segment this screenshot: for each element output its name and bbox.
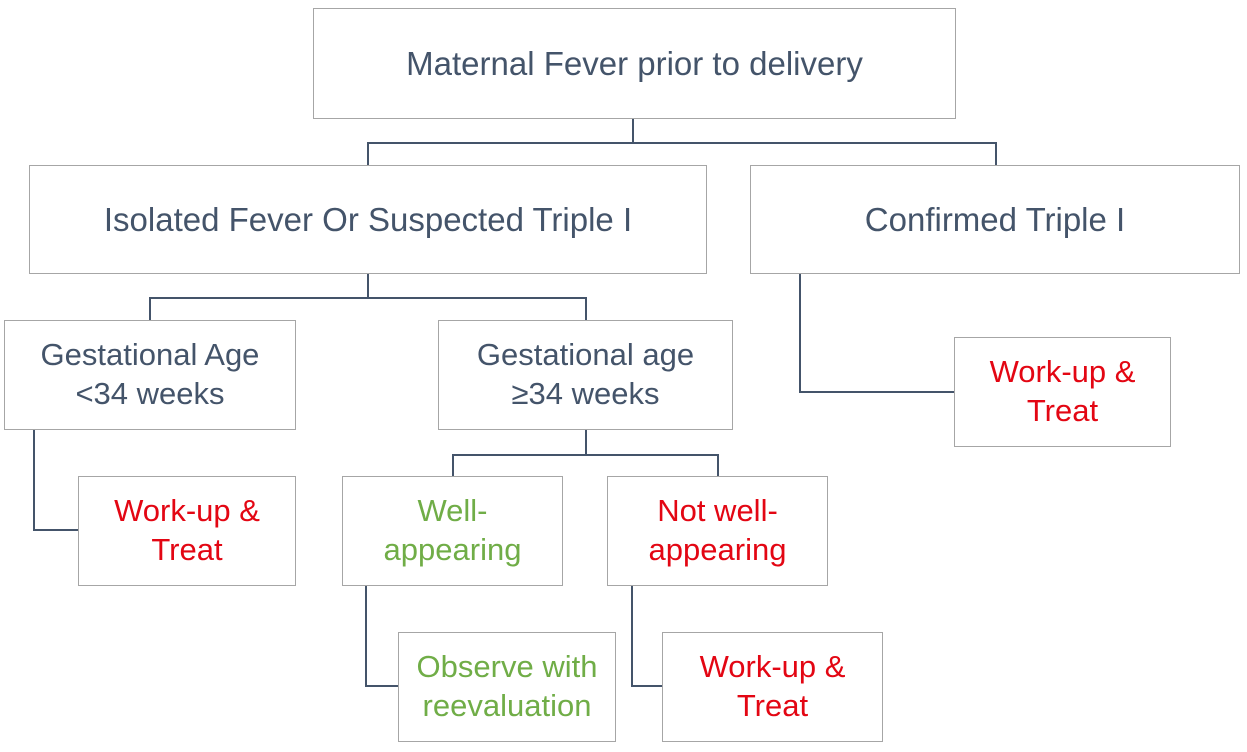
connector-ga-lt34-to-action (33, 430, 78, 531)
node-ga-under-34-work-up-label: Work-up & Treat (114, 493, 260, 567)
node-maternal-fever: Maternal Fever prior to delivery (313, 8, 956, 119)
node-not-well-work-up: Work-up & Treat (662, 632, 883, 742)
node-confirmed-work-up: Work-up & Treat (954, 337, 1171, 447)
node-well-appearing: Well- appearing (342, 476, 563, 586)
node-confirmed-triple-i: Confirmed Triple I (750, 165, 1240, 274)
connector-root-to-isolated (367, 142, 997, 165)
connector-not-well-to-action (631, 586, 662, 687)
node-ga-under-34-label: Gestational Age <34 weeks (40, 337, 260, 411)
connector-confirmed-to-action (799, 274, 954, 393)
node-not-well-appearing-label: Not well- appearing (648, 493, 787, 567)
node-not-well-work-up-label: Work-up & Treat (699, 649, 846, 723)
connector-ga-ge34-to-appearance-boxes (452, 454, 719, 476)
node-isolated-fever: Isolated Fever Or Suspected Triple I (29, 165, 707, 274)
node-not-well-appearing: Not well- appearing (607, 476, 828, 586)
connector-well-to-observe (365, 586, 398, 687)
node-ga-34-or-more-label: Gestational age ≥34 weeks (476, 337, 695, 411)
node-maternal-fever-label: Maternal Fever prior to delivery (406, 44, 863, 82)
node-confirmed-triple-i-label: Confirmed Triple I (864, 200, 1126, 238)
node-observe-reevaluation-label: Observe with reevaluation (416, 649, 598, 723)
node-ga-34-or-more: Gestational age ≥34 weeks (438, 320, 733, 430)
node-ga-under-34-work-up: Work-up & Treat (78, 476, 296, 586)
node-isolated-fever-label: Isolated Fever Or Suspected Triple I (103, 200, 633, 238)
node-confirmed-work-up-label: Work-up & Treat (989, 354, 1136, 428)
node-well-appearing-label: Well- appearing (383, 493, 522, 567)
node-observe-reevaluation: Observe with reevaluation (398, 632, 616, 742)
node-ga-under-34: Gestational Age <34 weeks (4, 320, 296, 430)
connector-isolated-to-ga-boxes (149, 297, 587, 320)
